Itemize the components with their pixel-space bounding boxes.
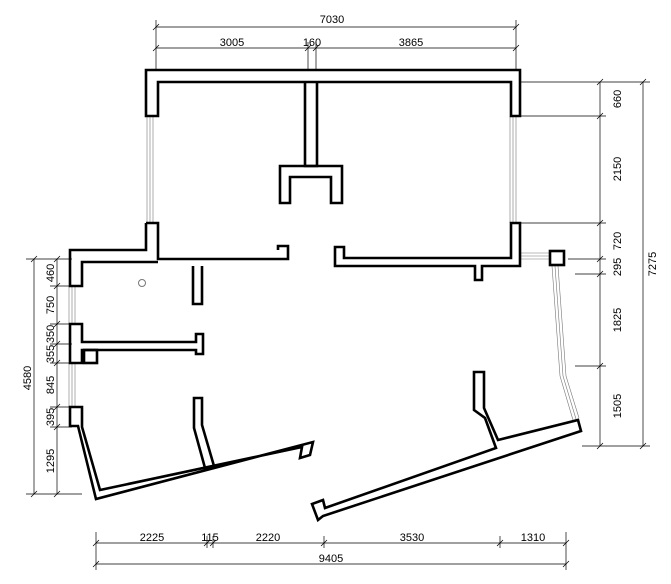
left-dimension-6: 395 [45, 408, 57, 426]
bottom-dimension-lines [92, 532, 570, 570]
walls [68, 68, 583, 523]
left-dimension-7: 1295 [45, 449, 57, 473]
top-dimension-3: 3865 [399, 37, 423, 49]
right-dimension-4: 295 [612, 258, 624, 276]
left-dimension-3: 350 [45, 325, 57, 343]
left-dimension-2: 750 [45, 296, 57, 314]
bottom-dimension-3: 2220 [256, 532, 280, 544]
windows [68, 116, 580, 421]
top-dimension-2: 160 [303, 37, 321, 49]
right-dimension-lines [520, 78, 650, 450]
right-total-dimension: 7275 [647, 252, 659, 276]
right-dimension-6: 1505 [612, 394, 624, 418]
bottom-dimension-1: 2225 [140, 532, 164, 544]
left-dimension-5: 845 [45, 376, 57, 394]
left-dimension-lines [26, 255, 82, 498]
top-dimension-lines [152, 20, 520, 70]
right-dimension-1: 660 [612, 90, 624, 108]
left-dimension-4: 355 [45, 345, 57, 363]
floor-drain-symbol [138, 279, 146, 287]
right-dimension-5: 1825 [612, 308, 624, 332]
top-total-dimension: 7030 [320, 14, 344, 26]
right-dimension-3: 720 [612, 232, 624, 250]
left-total-dimension: 4580 [22, 366, 34, 390]
left-dimension-1: 460 [45, 264, 57, 282]
bottom-total-dimension: 9405 [319, 553, 343, 565]
bottom-dimension-5: 1310 [521, 532, 545, 544]
bottom-dimension-4: 3530 [400, 532, 424, 544]
top-dimension-1: 3005 [220, 37, 244, 49]
bottom-dimension-2: 115 [201, 532, 219, 544]
right-dimension-2: 2150 [612, 157, 624, 181]
